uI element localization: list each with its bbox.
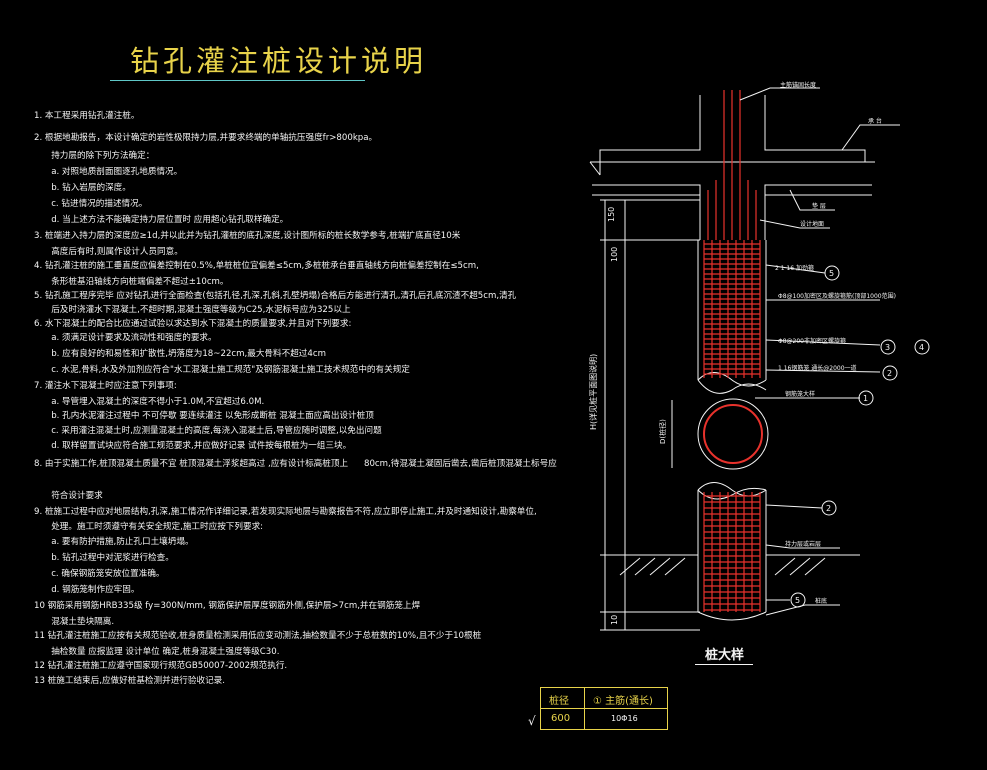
note-line: 高度后有时,则属作设计人员同意。: [34, 247, 183, 257]
note-line: 10 钢筋采用钢筋HRB335级 fy=300N/mm, 钢筋保护层厚度钢筋外侧…: [34, 601, 421, 611]
tag-label: 1: [863, 394, 868, 403]
note-line: d. 钢筋笼制作应牢固。: [34, 585, 140, 595]
callout-soil: 持力层或岩层: [785, 540, 821, 548]
tag-circle: [790, 592, 806, 608]
tag-circle: [880, 339, 896, 355]
note-line: 11 钻孔灌注桩施工应按有关规范验收,桩身质量检测采用低应变动测法,抽检数量不少…: [34, 631, 482, 641]
callout-pile-cap: 承 台: [868, 117, 882, 125]
table-header-mainbar: ① 主筋(通长): [593, 696, 653, 707]
note-line: 5. 钻孔施工程序完毕 应对钻孔进行全面检查(包括孔径,孔深,孔斜,孔壁坍塌)合…: [34, 291, 517, 301]
note-line: 80cm,待混凝土凝固后凿去,凿后桩顶混凝土标号应: [364, 459, 557, 469]
tag-circle: [882, 365, 898, 381]
dim-vertical: H(详见桩平面图说明): [588, 354, 598, 430]
ground-line: [600, 554, 860, 576]
note-line: 4. 钻孔灌注桩的施工垂直度应偏差控制在0.5%,单桩桩位宜偏差≤5cm,多桩桩…: [34, 261, 479, 271]
note-line: a. 导管埋入混凝土的深度不得小于1.0M,不宜超过6.0M.: [34, 397, 265, 407]
note-line: 混凝土垫块隔离.: [34, 617, 115, 627]
callout-stirrup: 2 1 16 加劲箍: [775, 264, 814, 272]
note-line: 抽检数量 应报监理 设计单位 确定,桩身混凝土强度等级C30.: [34, 647, 280, 657]
dim-100: 100: [610, 247, 619, 262]
rebar-cage-lower: [703, 492, 761, 612]
note-line: 处理。施工时须遵守有关安全规定,施工时应按下列要求:: [34, 522, 264, 532]
detail-title-underline: [695, 664, 753, 665]
callout-mat: 垫 层: [812, 202, 826, 210]
title-underline: [110, 80, 365, 81]
dim-diameter: D(桩径): [658, 419, 667, 444]
note-line: 12 钻孔灌注桩施工应遵守国家现行规范GB50007-2002规范执行.: [34, 661, 288, 671]
note-line: c. 水泥,骨料,水及外加剂应符合"水工混凝土施工规范"及钢筋混凝土施工技术规范…: [34, 365, 410, 375]
page-title: 钻孔灌注桩设计说明: [130, 44, 428, 78]
note-line: d. 取样留置试块应符合施工规范要求,并应做好记录 试件按每根桩为一组三块。: [34, 441, 352, 451]
note-line: b. 钻孔过程中对泥浆进行检查。: [34, 553, 174, 563]
tag-label: 5: [795, 596, 800, 605]
note-line: 9. 桩施工过程中应对地层结构,孔深,施工情况作详细记录,若发现实际地层与勘察报…: [34, 507, 537, 517]
note-line: c. 确保钢筋笼安放位置准确。: [34, 569, 165, 579]
callout-bottom: 桩底: [815, 597, 827, 605]
note-line: 7. 灌注水下混凝土时应注意下列事项:: [34, 381, 177, 391]
dimension-lines: [600, 199, 700, 631]
pile-shaft: [697, 240, 767, 621]
tag-label: 3: [885, 343, 890, 352]
note-line: b. 孔内水泥灌注过程中 不可停歇 要连续灌注 以免形成断桩 混凝土面应高出设计…: [34, 411, 374, 421]
note-line: a. 对照地质剖面图逐孔地质情况。: [34, 167, 183, 177]
note-line: 符合设计要求: [34, 491, 103, 501]
tag-label: 5: [829, 269, 834, 278]
note-line: d. 当上述方法不能确定持力层位置时 应用超心钻孔取样确定。: [34, 215, 289, 225]
note-line: 1. 本工程采用钻孔灌注桩。: [34, 111, 140, 121]
callout-bar: 1 16钢筋笼 通长@2000一道: [778, 364, 857, 372]
note-line: 6. 水下混凝土的配合比应通过试验以求达到水下混凝土的质量要求,并且对下列要求:: [34, 319, 352, 329]
circle-tags: 5 3 4 2 1 2 5: [790, 265, 930, 608]
note-line: 3. 桩端进入持力层的深度应≥1d,并以此并为钻孔灌桩的底孔深度,设计图所标的桩…: [34, 231, 461, 241]
note-line: 8. 由于实施工作,桩顶混凝土质量不宜 桩顶混凝土浮浆超高过 ,应有设计标高桩顶…: [34, 459, 349, 469]
tag-label: 2: [826, 504, 831, 513]
callout-top-bar: 主筋锚固长度: [780, 81, 816, 89]
dim-10: 10: [610, 615, 619, 625]
note-line: c. 采用灌注混凝土时,应测量混凝土的高度,每浇入混凝土后,导管应随时调整,以免…: [34, 426, 382, 436]
callout-section: 钢筋笼大样: [785, 390, 815, 398]
note-line: b. 应有良好的和易性和扩散性,坍落度为18~22cm,最大骨料不超过4cm: [34, 349, 326, 359]
tag-circle: [821, 500, 837, 516]
dim-150: 150: [607, 207, 616, 222]
callout-spiral2: Φ8@200非加密区螺旋箍: [778, 337, 846, 345]
table-header-diameter: 桩径: [549, 696, 569, 707]
note-line: 2. 根据地勘报告，本设计确定的岩性极限持力层,并要求终端的单轴抗压强度fr>8…: [34, 133, 378, 143]
pile-schedule-table: 桩径 ① 主筋(通长) 600 10Φ16: [540, 687, 668, 730]
table-cell-mainbar: 10Φ16: [611, 714, 638, 723]
note-line: b. 钻入岩层的深度。: [34, 183, 131, 193]
pile-cross-section: [697, 398, 769, 470]
anchor-bars: [707, 90, 757, 240]
callout-spiral: Φ8@100加密区及螺旋箍筋(顶部1000范围): [778, 292, 896, 300]
note-line: 持力层的除下列方法确定：: [34, 151, 155, 161]
check-mark: √: [528, 714, 536, 728]
tag-circle: [914, 339, 930, 355]
table-cell-diameter: 600: [551, 713, 571, 724]
callout-ground: 设计地面: [800, 220, 824, 228]
note-line: c. 钻进情况的描述情况。: [34, 199, 148, 209]
tag-label: 2: [887, 369, 892, 378]
note-line: 13 桩施工结束后,应做好桩基检测并进行验收记录.: [34, 676, 226, 686]
rebar-cage-upper: [703, 240, 761, 378]
note-line: 条形桩基沿轴线方向桩端偏差不超过±10cm。: [34, 277, 229, 287]
leader-lines: [739, 87, 900, 616]
detail-title: 桩大样: [705, 648, 745, 663]
tag-label: 4: [919, 343, 924, 352]
note-line: 后及时浇灌水下混凝土,不超时期,混凝土强度等级为C25,水泥标号应为325以上: [34, 305, 351, 315]
tag-circle: [824, 265, 840, 281]
note-line: a. 须满足设计要求及流动性和强度的要求。: [34, 333, 217, 343]
tag-circle: [858, 390, 874, 406]
note-line: a. 要有防护措施,防止孔口土壤坍塌。: [34, 537, 194, 547]
